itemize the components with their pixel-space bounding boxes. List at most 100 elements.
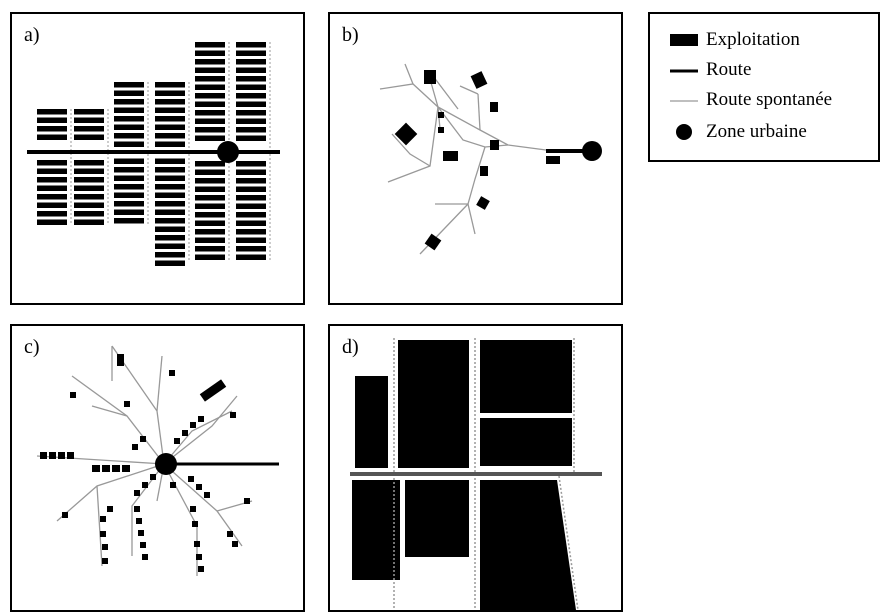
exploitation-block: [195, 254, 225, 260]
exploitation-block: [155, 107, 185, 113]
exploitation-block: [155, 252, 185, 258]
exploitation-block: [100, 516, 106, 522]
exploitation-block: [155, 158, 185, 164]
exploitation-block: [37, 126, 67, 132]
exploitation-block: [195, 42, 225, 48]
exploitation-block: [405, 480, 469, 557]
exploitation-block: [74, 168, 104, 174]
exploitation-block: [74, 117, 104, 123]
exploitation-block: [74, 177, 104, 183]
exploitation-block: [236, 101, 266, 107]
exploitation-block: [37, 168, 67, 174]
exploitation-block: [102, 558, 108, 564]
exploitation-block: [195, 195, 225, 201]
exploitation-block: [37, 160, 67, 166]
exploitation-block: [236, 178, 266, 184]
exploitation-block: [236, 50, 266, 56]
exploitation-block: [114, 209, 144, 215]
exploitation-block: [424, 233, 442, 251]
exploitation-block: [236, 246, 266, 252]
exploitation-block: [134, 506, 140, 512]
exploitation-block: [490, 140, 499, 150]
exploitation-grid: [37, 42, 271, 266]
exploitation-icon: [670, 34, 698, 46]
exploitation-block: [470, 71, 488, 89]
exploitation-block: [37, 211, 67, 217]
exploitation-block: [236, 229, 266, 235]
exploitation-block: [195, 67, 225, 73]
exploitation-block: [236, 127, 266, 133]
exploitation-block: [236, 93, 266, 99]
exploitation-block: [114, 116, 144, 122]
exploitation-block: [107, 506, 113, 512]
exploitation-block: [114, 192, 144, 198]
exploitation-block: [74, 134, 104, 140]
exploitation-block: [140, 542, 146, 548]
exploitation-block: [170, 482, 176, 488]
exploitation-block: [150, 474, 156, 480]
exploitation-block: [182, 430, 188, 436]
exploitation-block: [37, 194, 67, 200]
exploitation-block: [155, 133, 185, 139]
exploitation-block: [476, 196, 490, 210]
exploitation-block: [195, 169, 225, 175]
exploitation-block: [58, 452, 65, 459]
exploitation-block: [190, 506, 196, 512]
exploitation-block: [74, 202, 104, 208]
exploitation-block: [40, 452, 47, 459]
exploitation-block: [74, 211, 104, 217]
legend-label: Route spontanée: [706, 89, 833, 110]
exploitation-block: [37, 185, 67, 191]
exploitation-block: [155, 82, 185, 88]
exploitation-block: [174, 438, 180, 444]
exploitation-block: [155, 243, 185, 249]
exploitation-block: [195, 84, 225, 90]
exploitation-block: [155, 260, 185, 266]
exploitation-block: [114, 201, 144, 207]
exploitation-block: [124, 401, 130, 407]
exploitations: [352, 340, 576, 610]
exploitation-block: [37, 202, 67, 208]
exploitation-block: [102, 465, 110, 472]
exploitation-block: [195, 110, 225, 116]
exploitation-block: [195, 135, 225, 141]
exploitation-block: [480, 418, 572, 466]
exploitation-block: [236, 161, 266, 167]
exploitations: [40, 354, 250, 572]
exploitation-block: [155, 201, 185, 207]
exploitation-block: [155, 184, 185, 190]
exploitation-block: [112, 465, 120, 472]
exploitation-block: [195, 50, 225, 56]
exploitation-block: [232, 541, 238, 547]
exploitation-block: [236, 195, 266, 201]
exploitation-block: [236, 237, 266, 243]
exploitation-block: [114, 158, 144, 164]
exploitation-block: [37, 219, 67, 225]
legend-label: Exploitation: [706, 29, 800, 50]
exploitation-block: [114, 167, 144, 173]
exploitation-block: [236, 169, 266, 175]
exploitation-block: [122, 465, 130, 472]
panel-c-label: c): [24, 336, 40, 358]
exploitation-block: [195, 186, 225, 192]
exploitation-block: [244, 498, 250, 504]
exploitation-block: [192, 521, 198, 527]
exploitation-block: [195, 237, 225, 243]
exploitation-block: [114, 141, 144, 147]
exploitation-block: [49, 452, 56, 459]
exploitation-block: [114, 107, 144, 113]
exploitation-block: [155, 226, 185, 232]
exploitation-block: [195, 203, 225, 209]
exploitation-block: [92, 465, 100, 472]
zone-urbaine-icon: [676, 124, 692, 140]
exploitation-block: [204, 492, 210, 498]
exploitation-block: [114, 133, 144, 139]
exploitation-block: [100, 531, 106, 537]
route-spontanee-icon: [670, 100, 698, 102]
exploitation-block: [236, 110, 266, 116]
exploitation-block: [62, 512, 68, 518]
exploitation-block: [198, 416, 204, 422]
exploitation-block: [438, 127, 444, 133]
exploitation-block: [142, 554, 148, 560]
panel-b: b): [328, 12, 623, 305]
